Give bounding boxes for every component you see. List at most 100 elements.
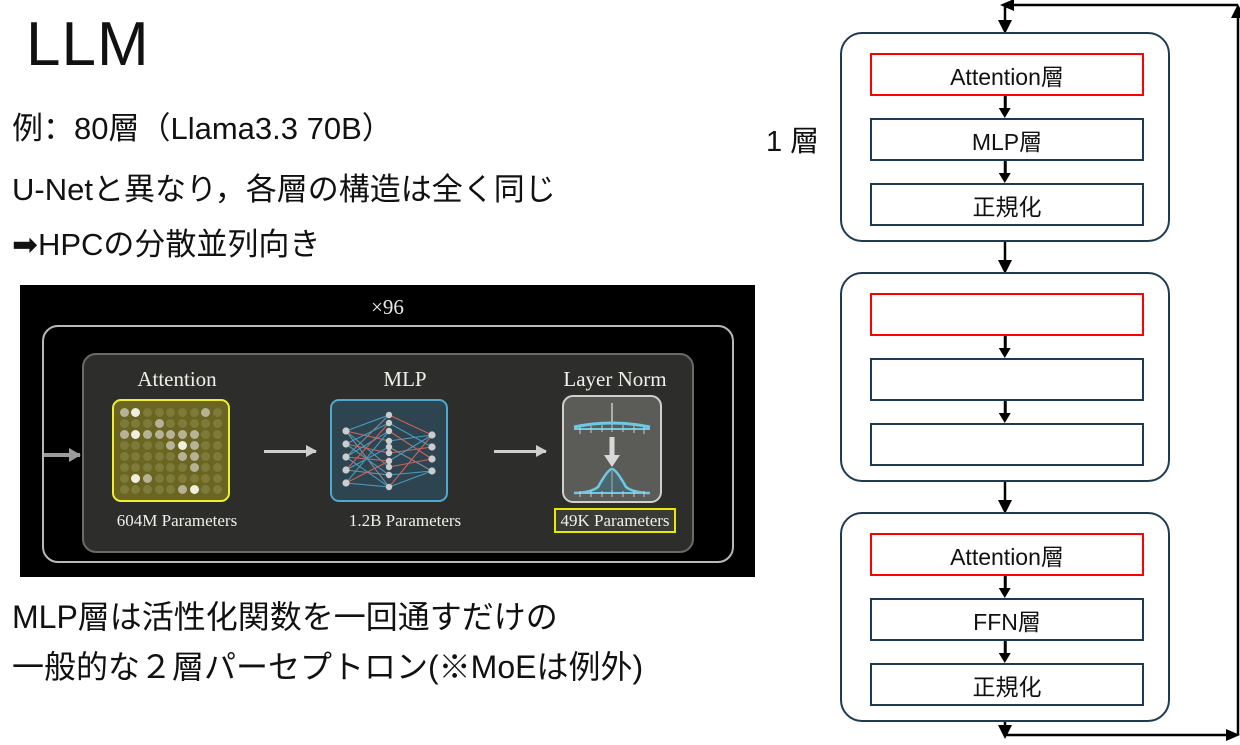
layer-stack-diagram: 1 層 Attention層 MLP層 正規化 Attention層 FFN層 …	[760, 0, 1240, 745]
attention-dot	[201, 418, 211, 428]
attention-dot	[166, 440, 176, 450]
attention-dot	[166, 473, 176, 483]
attention-dot	[189, 473, 199, 483]
layer-box-attention[interactable]: Attention層	[870, 53, 1144, 96]
figure-column-title: Layer Norm	[563, 367, 667, 391]
box-connector-arrow-icon	[1003, 161, 1007, 174]
figure-column-layernorm: Layer Norm	[550, 355, 680, 551]
layer-box-norm[interactable]	[870, 423, 1144, 466]
figure-inner-frame: Attention 604M Parameters MLP	[82, 353, 694, 553]
attention-dot	[154, 440, 164, 450]
transformer-block-figure: ×96 Attention 604M Parameters MLP	[20, 285, 755, 577]
layer-box-mlp[interactable]: MLP層	[870, 118, 1144, 161]
layernorm-distribution-svg	[573, 403, 651, 497]
box-connector-arrow-icon	[1003, 576, 1007, 589]
attention-dot	[201, 429, 211, 439]
box-connector-arrow-icon	[1003, 401, 1007, 414]
attention-dot	[154, 451, 164, 461]
attention-dot	[189, 462, 199, 472]
attention-dot	[154, 473, 164, 483]
attention-dot	[119, 451, 129, 461]
attention-dot	[201, 462, 211, 472]
layer-block-3[interactable]: Attention層 FFN層 正規化	[840, 512, 1170, 722]
figure-column-caption-highlighted: 49K Parameters	[546, 508, 684, 533]
attention-dot	[189, 407, 199, 417]
attention-grid-panel	[112, 399, 230, 502]
attention-dot	[154, 462, 164, 472]
figure-column-title: Attention	[137, 367, 217, 391]
attention-dot	[178, 429, 188, 439]
attention-dot	[166, 429, 176, 439]
attention-dot	[178, 418, 188, 428]
attention-dot-grid	[119, 407, 223, 494]
attention-dot	[189, 484, 199, 494]
attention-dot	[189, 440, 199, 450]
attention-dot	[131, 473, 141, 483]
attention-dot	[166, 484, 176, 494]
bottom-line-2: 一般的な２層パーセプトロン(※MoEは例外)	[12, 649, 644, 685]
attention-dot	[178, 473, 188, 483]
attention-dot	[154, 484, 164, 494]
page-title: LLM	[26, 10, 150, 79]
attention-dot	[119, 407, 129, 417]
box-connector-arrow-icon	[1003, 641, 1007, 654]
attention-dot	[143, 407, 153, 417]
attention-dot	[189, 429, 199, 439]
layer-box-norm[interactable]: 正規化	[870, 183, 1144, 226]
layer-box-ffn[interactable]: FFN層	[870, 598, 1144, 641]
attention-dot	[189, 418, 199, 428]
attention-dot	[143, 429, 153, 439]
attention-dot	[178, 451, 188, 461]
figure-caption-highlight: 49K Parameters	[554, 508, 676, 533]
attention-dot	[154, 407, 164, 417]
attention-dot	[143, 484, 153, 494]
figure-entry-arrow-icon	[44, 448, 81, 462]
attention-dot	[166, 451, 176, 461]
layer-block-2[interactable]	[840, 272, 1170, 482]
figure-column-mlp: MLP	[330, 355, 480, 551]
residual-loop-svg	[998, 0, 1240, 741]
attention-dot	[201, 484, 211, 494]
attention-dot	[119, 473, 129, 483]
layer-box-mlp[interactable]	[870, 358, 1144, 401]
attention-dot	[143, 462, 153, 472]
attention-dot	[143, 440, 153, 450]
attention-dot	[131, 407, 141, 417]
mlp-network-svg	[342, 411, 436, 491]
figure-arrow-2-icon	[494, 445, 547, 457]
layer-box-attention[interactable]: Attention層	[870, 533, 1144, 576]
attention-dot	[131, 429, 141, 439]
body-line-3: ➡HPCの分散並列向き	[12, 227, 321, 262]
attention-dot	[201, 440, 211, 450]
attention-dot	[131, 418, 141, 428]
layer-block-1[interactable]: Attention層 MLP層 正規化	[840, 32, 1170, 242]
attention-dot	[143, 451, 153, 461]
bottom-line-1: MLP層は活性化関数を一回通すだけの	[12, 599, 558, 635]
attention-dot	[166, 407, 176, 417]
attention-dot	[154, 429, 164, 439]
figure-column-caption: 1.2B Parameters	[348, 511, 462, 530]
attention-dot	[213, 473, 223, 483]
layer-count-label: 1 層	[766, 126, 820, 158]
attention-dot	[154, 418, 164, 428]
layer-box-norm[interactable]: 正規化	[870, 663, 1144, 706]
figure-column-title: MLP	[383, 367, 427, 391]
attention-dot	[131, 484, 141, 494]
attention-dot	[119, 429, 129, 439]
mlp-network-panel	[330, 399, 448, 502]
layer-box-attention[interactable]	[870, 293, 1144, 336]
attention-dot	[213, 484, 223, 494]
box-connector-arrow-icon	[1003, 336, 1007, 349]
attention-dot	[201, 451, 211, 461]
attention-dot	[213, 462, 223, 472]
attention-dot	[178, 484, 188, 494]
attention-dot	[131, 440, 141, 450]
attention-dot	[178, 462, 188, 472]
attention-dot	[131, 451, 141, 461]
figure-arrow-1-icon	[264, 445, 317, 457]
attention-dot	[213, 440, 223, 450]
attention-dot	[119, 462, 129, 472]
attention-dot	[189, 451, 199, 461]
attention-dot	[213, 407, 223, 417]
attention-dot	[178, 407, 188, 417]
